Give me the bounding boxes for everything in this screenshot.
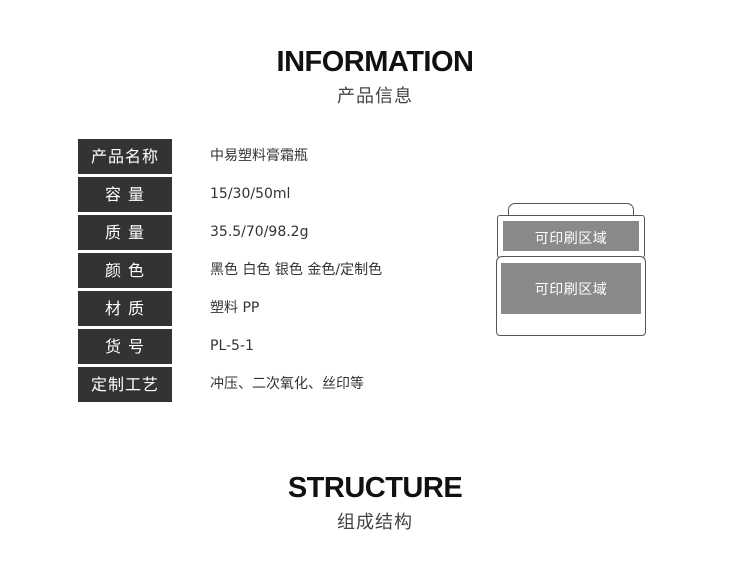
spec-value: 冲压、二次氧化、丝印等 bbox=[210, 376, 364, 392]
spec-label: 货 号 bbox=[78, 329, 172, 364]
spec-row-color: 颜 色 黑色 白色 银色 金色/定制色 bbox=[78, 253, 382, 291]
spec-row-material: 材 质 塑料 PP bbox=[78, 291, 382, 329]
information-heading: INFORMATION 产品信息 bbox=[0, 45, 750, 110]
body-print-area: 可印刷区域 bbox=[501, 263, 641, 314]
spec-row-process: 定制工艺 冲压、二次氧化、丝印等 bbox=[78, 367, 382, 405]
structure-heading: STRUCTURE 组成结构 bbox=[0, 471, 750, 536]
spec-value: 中易塑料膏霜瓶 bbox=[210, 148, 308, 164]
jar-cap: 可印刷区域 bbox=[497, 215, 645, 258]
spec-value: 塑料 PP bbox=[210, 300, 260, 316]
spec-label: 颜 色 bbox=[78, 253, 172, 288]
information-subtitle: 产品信息 bbox=[337, 86, 413, 107]
print-area-label: 可印刷区域 bbox=[534, 231, 608, 247]
spec-label: 质 量 bbox=[78, 215, 172, 250]
spec-row-name: 产品名称 中易塑料膏霜瓶 bbox=[78, 139, 382, 177]
spec-value: 15/30/50ml bbox=[210, 186, 291, 202]
information-title: INFORMATION bbox=[276, 46, 474, 78]
cap-print-area: 可印刷区域 bbox=[503, 221, 639, 251]
spec-label: 定制工艺 bbox=[78, 367, 172, 402]
structure-subtitle: 组成结构 bbox=[337, 512, 413, 533]
spec-label: 产品名称 bbox=[78, 139, 172, 174]
structure-title: STRUCTURE bbox=[287, 472, 463, 504]
spec-table: 产品名称 中易塑料膏霜瓶 容 量 15/30/50ml 质 量 35.5/70/… bbox=[78, 139, 382, 405]
jar-body: 可印刷区域 bbox=[496, 256, 646, 336]
spec-label: 容 量 bbox=[78, 177, 172, 212]
spec-value: 黑色 白色 银色 金色/定制色 bbox=[210, 262, 383, 278]
jar-diagram: 可印刷区域 可印刷区域 bbox=[496, 203, 646, 336]
spec-row-weight: 质 量 35.5/70/98.2g bbox=[78, 215, 382, 253]
print-area-label: 可印刷区域 bbox=[534, 282, 608, 298]
spec-value: 35.5/70/98.2g bbox=[210, 224, 309, 240]
spec-row-item-number: 货 号 PL-5-1 bbox=[78, 329, 382, 367]
spec-row-capacity: 容 量 15/30/50ml bbox=[78, 177, 382, 215]
jar-lid-top bbox=[508, 203, 634, 216]
spec-value: PL-5-1 bbox=[210, 338, 254, 354]
spec-label: 材 质 bbox=[78, 291, 172, 326]
